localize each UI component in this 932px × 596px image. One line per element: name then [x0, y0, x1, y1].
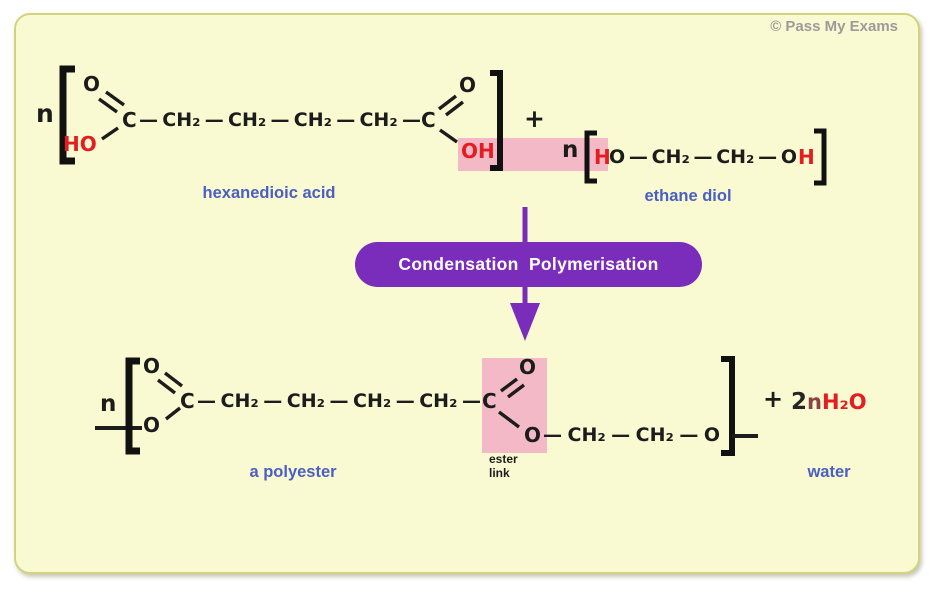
- polyester-carbon-chain: — CH₂ — CH₂ — CH₂ — CH₂ —: [197, 390, 481, 412]
- water-label: water: [807, 463, 851, 481]
- methylene-group: CH₂: [228, 109, 267, 131]
- acid-carbon-right: C: [421, 108, 436, 132]
- plus-sign-bottom: +: [763, 385, 784, 413]
- methylene-group: CH₂: [293, 109, 332, 131]
- bond-dash: —: [263, 390, 283, 412]
- oxygen-atom: O: [703, 424, 720, 446]
- acid-carbon-chain: — CH₂ — CH₂ — CH₂ — CH₂ —: [139, 109, 421, 131]
- acid-carbonyl-oxygen-right: O: [459, 73, 477, 97]
- oxygen-atom: O: [780, 146, 797, 168]
- bond-dash: —: [758, 146, 778, 168]
- condensation-polymerisation-badge: Condensation Polymerisation: [355, 242, 702, 287]
- ester-link-label: ester link: [489, 452, 518, 480]
- bond-dash: —: [693, 146, 713, 168]
- water-formula: 2 n H₂O: [791, 389, 867, 415]
- diagram-panel: [14, 13, 920, 574]
- methylene-group: CH₂: [286, 390, 325, 412]
- diol-backbone: O — CH₂ — CH₂ — O: [609, 146, 797, 168]
- polyester-n-coefficient: n: [100, 391, 117, 417]
- methylene-group: CH₂: [419, 390, 458, 412]
- bond-dash: —: [679, 424, 699, 446]
- polyester-carbon-left: C: [180, 389, 195, 413]
- diol-hydrogen-left: H: [594, 145, 611, 169]
- water-h2o: H₂O: [821, 390, 867, 414]
- acid-n-coefficient: n: [36, 99, 54, 128]
- methylene-group: CH₂: [220, 390, 259, 412]
- bond-dash: —: [139, 109, 158, 131]
- glycol-unit: — CH₂ — CH₂ — O: [543, 424, 720, 446]
- bond-dash: —: [543, 424, 562, 446]
- polyester-label: a polyester: [249, 463, 337, 481]
- methylene-group: CH₂: [359, 109, 398, 131]
- bond-dash: —: [336, 109, 356, 131]
- water-forming-highlight: [458, 138, 608, 171]
- ester-carbon: C: [482, 389, 497, 413]
- bond-dash: —: [628, 146, 648, 168]
- ester-oxygen: O: [524, 423, 542, 447]
- bond-dash: —: [270, 109, 290, 131]
- oxygen-atom: O: [609, 146, 626, 168]
- water-coefficient: 2: [791, 389, 808, 415]
- methylene-group: CH₂: [567, 424, 606, 446]
- ester-carbonyl-oxygen: O: [519, 355, 537, 379]
- bond-dash: —: [461, 390, 481, 412]
- polyester-carbonyl-oxygen-left: O: [143, 354, 161, 378]
- polyester-ring-oxygen-left: O: [143, 413, 161, 437]
- ethane-diol-label: ethane diol: [644, 187, 732, 205]
- acid-carbonyl-oxygen-left: O: [83, 72, 101, 96]
- ester-link-highlight: [482, 358, 547, 453]
- bond-dash: —: [197, 390, 216, 412]
- hexanedioic-acid-label: hexanedioic acid: [202, 184, 336, 202]
- acid-hydroxyl-left: HO: [63, 132, 97, 156]
- plus-sign-top: +: [524, 104, 545, 133]
- acid-hydroxyl-right: OH: [461, 139, 495, 163]
- diol-n-coefficient: n: [562, 137, 579, 163]
- acid-carbon-left: C: [122, 108, 137, 132]
- water-n: n: [807, 390, 822, 414]
- ester-link-label-line2: link: [489, 465, 510, 480]
- diol-hydrogen-right: H: [798, 145, 815, 169]
- bond-dash: —: [401, 109, 421, 131]
- copyright-text: © Pass My Exams: [770, 18, 898, 35]
- process-label: Condensation Polymerisation: [398, 254, 659, 274]
- methylene-group: CH₂: [162, 109, 201, 131]
- methylene-group: CH₂: [716, 146, 755, 168]
- bond-dash: —: [395, 390, 415, 412]
- bond-dash: —: [611, 424, 631, 446]
- methylene-group: CH₂: [651, 146, 690, 168]
- ester-link-label-line1: ester: [489, 452, 518, 466]
- methylene-group: CH₂: [635, 424, 674, 446]
- methylene-group: CH₂: [353, 390, 392, 412]
- bond-dash: —: [329, 390, 349, 412]
- bond-dash: —: [204, 109, 224, 131]
